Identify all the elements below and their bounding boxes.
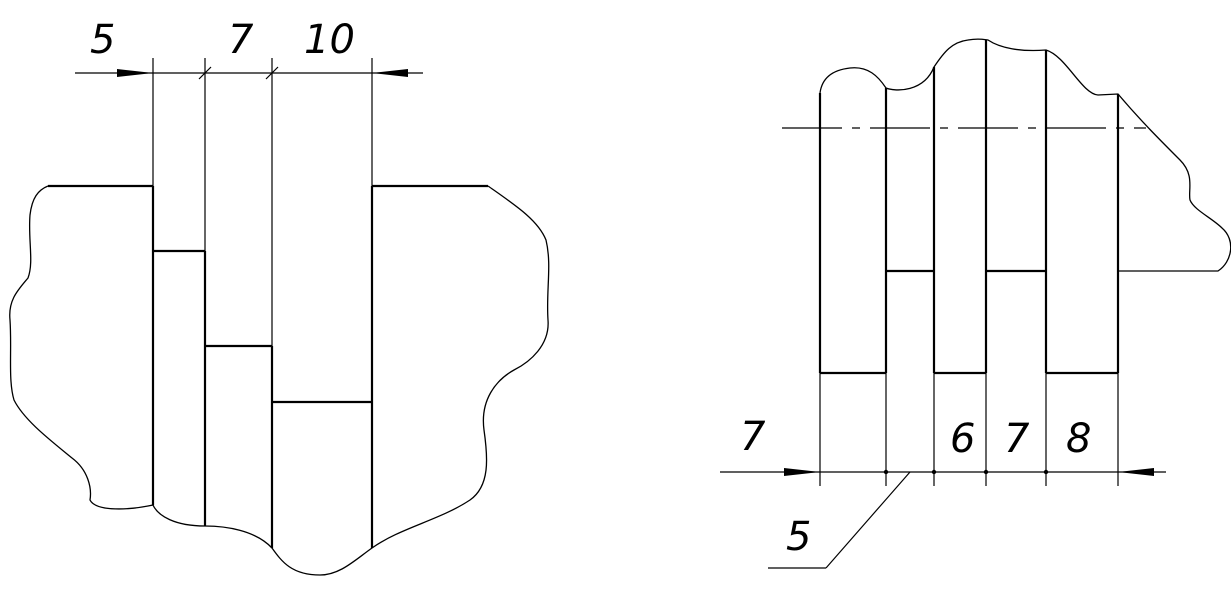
right-dim-dot-1	[883, 469, 889, 475]
left-break-outline	[9, 185, 550, 576]
right-leader-line	[825, 471, 911, 569]
left-dim-tick-2	[265, 66, 279, 80]
right-dim-dot-3	[983, 469, 989, 475]
right-dim-arrow-right	[1118, 468, 1154, 476]
left-dim-text-3: 10	[304, 17, 355, 63]
left-dim-arrow-in-right	[372, 69, 408, 77]
right-dim-dot-4	[1043, 469, 1049, 475]
left-view: 5 7 10	[9, 17, 550, 576]
right-break-outline	[819, 38, 1231, 272]
right-dim-arrow-left	[784, 468, 820, 476]
right-leader-text: 5	[786, 514, 811, 560]
right-view: 7 6 7 8 5	[720, 38, 1231, 569]
right-dim-text-1: 7	[740, 414, 766, 460]
right-dim-text-2: 6	[950, 416, 975, 462]
right-dim-text-3: 7	[1004, 416, 1030, 462]
left-dim-text-2: 7	[228, 17, 254, 63]
left-dim-arrow-in-left	[117, 69, 153, 77]
left-dim-text-1: 5	[90, 17, 115, 63]
right-dim-text-4: 8	[1066, 416, 1091, 462]
left-dim-tick-1	[198, 66, 212, 80]
right-dim-dot-2	[931, 469, 937, 475]
